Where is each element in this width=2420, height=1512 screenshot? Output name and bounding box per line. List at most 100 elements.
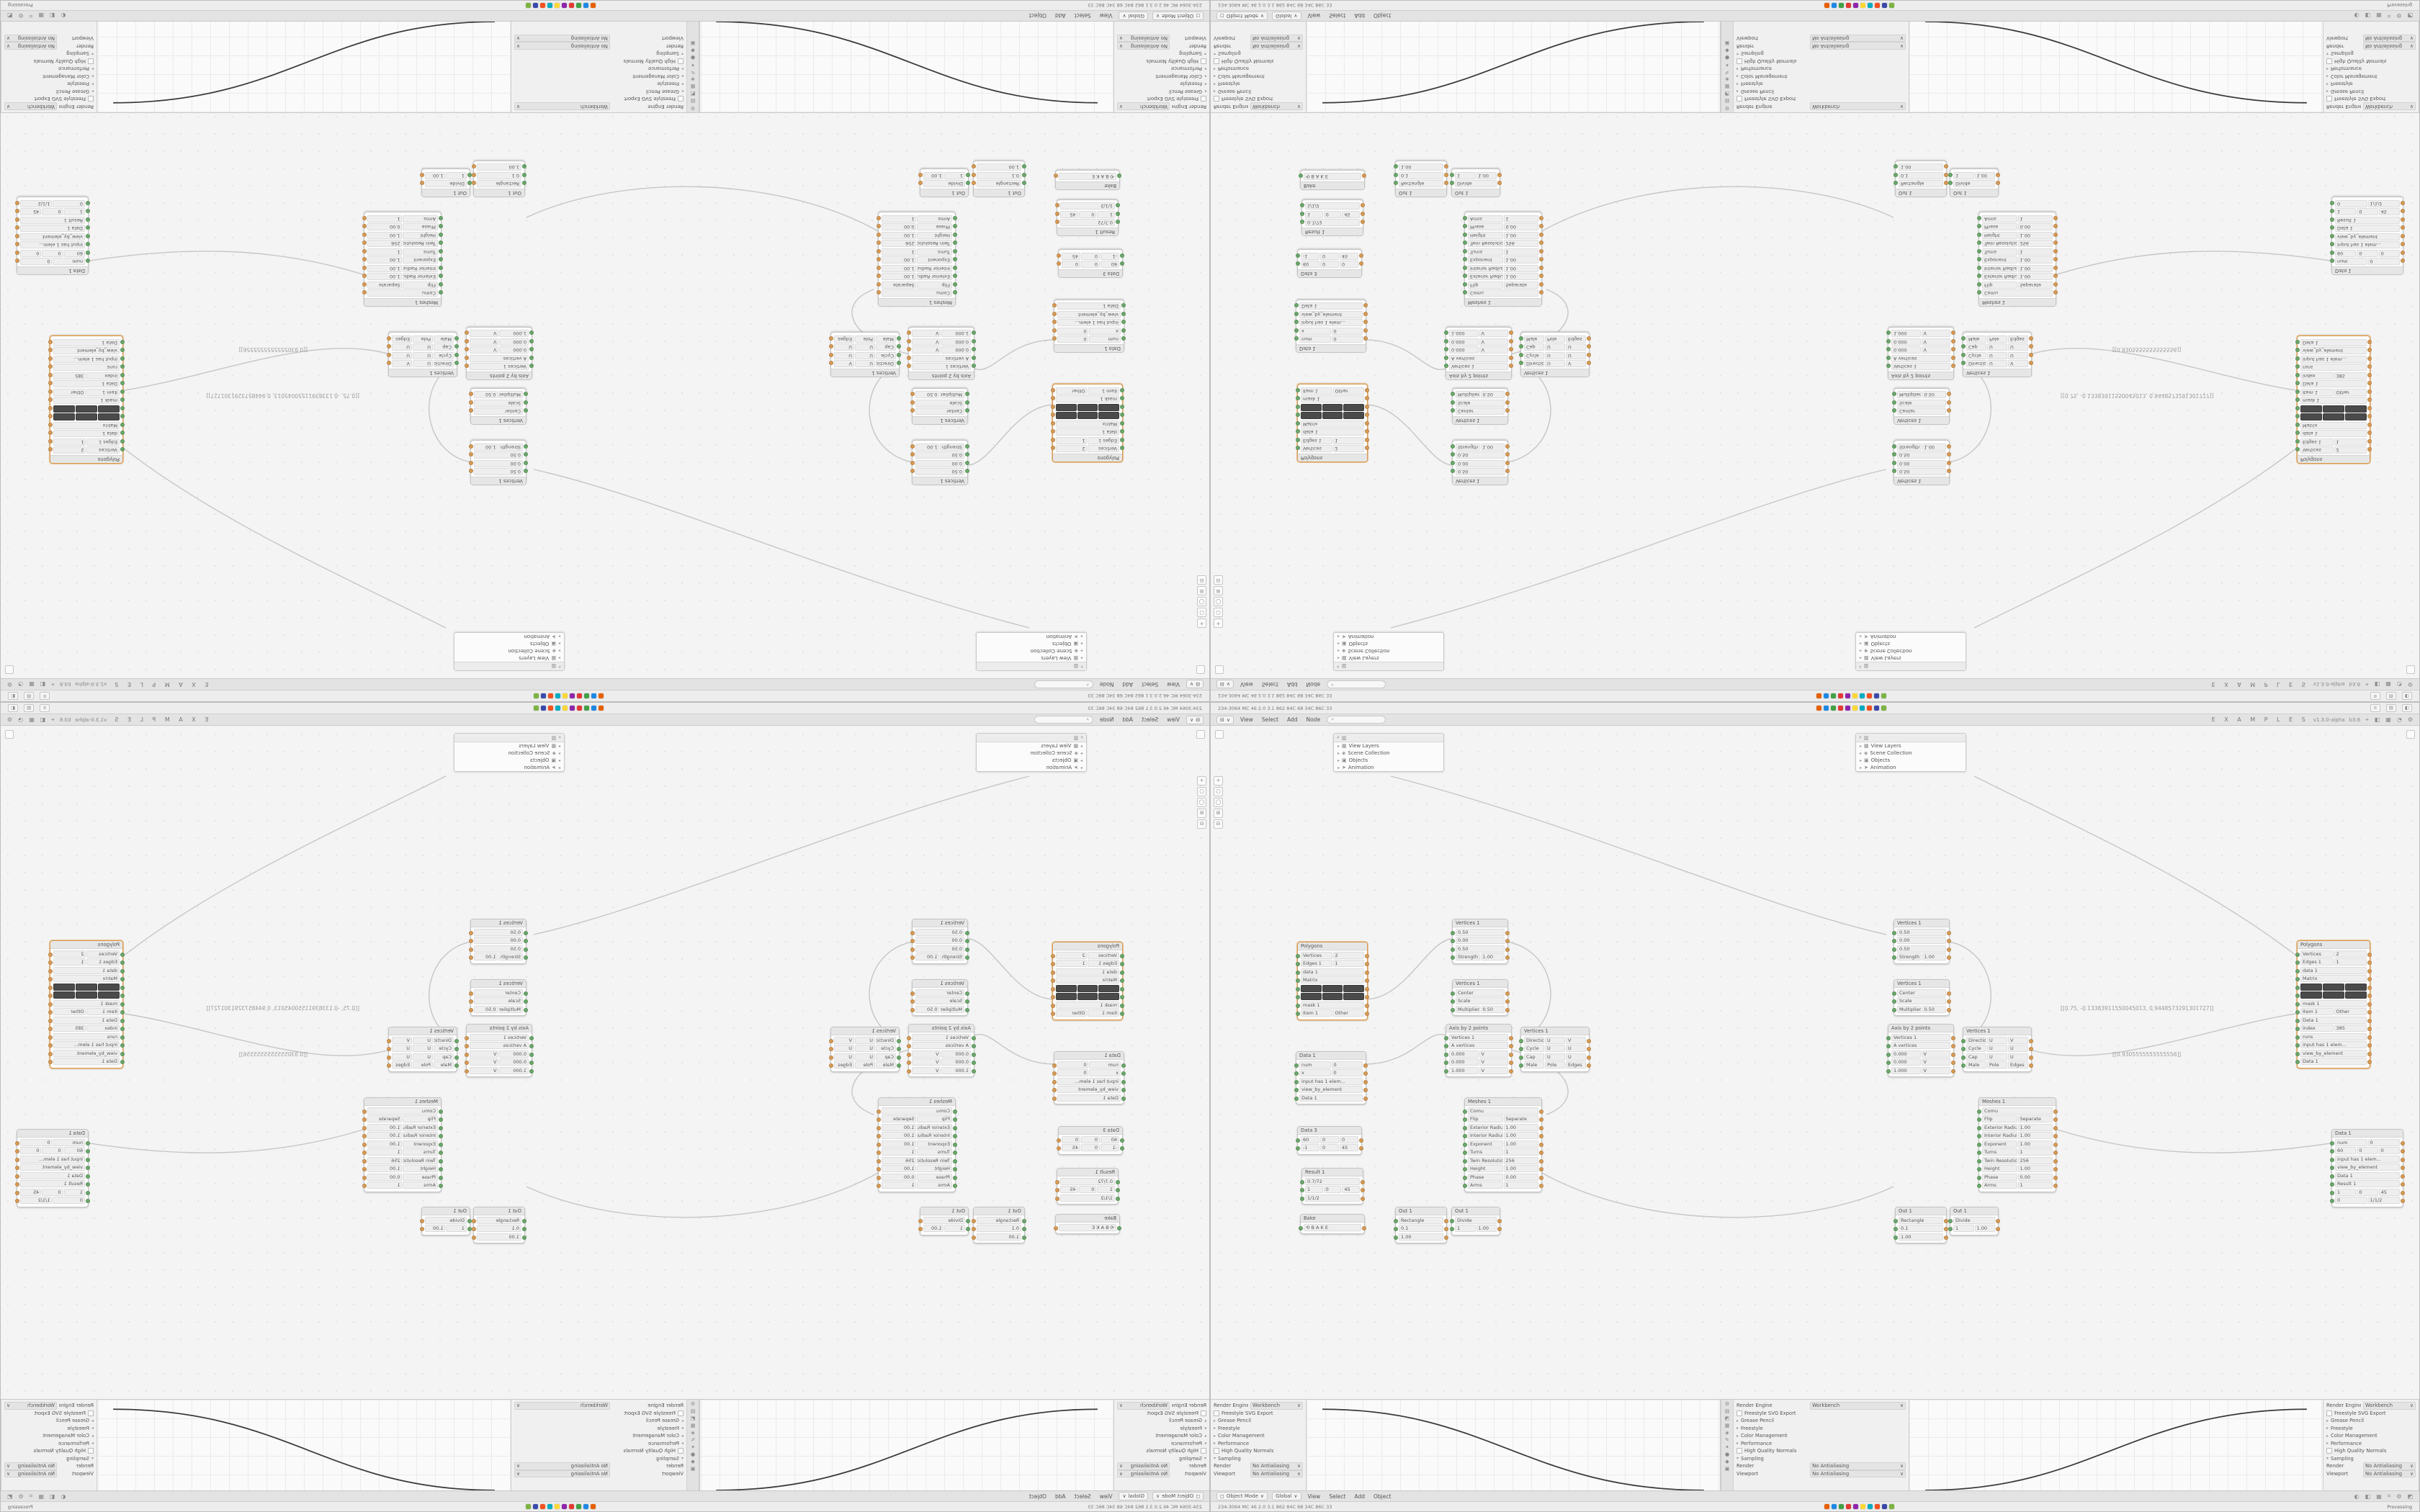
node-field[interactable]: view_by_element — [2335, 233, 2400, 240]
node-field[interactable]: 0.50 — [474, 451, 523, 459]
tool-button[interactable]: ◯ — [1197, 597, 1206, 606]
caret-icon[interactable]: ▸ — [1214, 66, 1216, 71]
node-field[interactable]: 0.000 — [1891, 1058, 1921, 1066]
node-field[interactable]: Vertices 1 — [1449, 1033, 1508, 1041]
node-field[interactable]: 1.000 — [1891, 1066, 1921, 1074]
property-value-dropdown[interactable]: No Antialiasing∨ — [4, 1462, 57, 1470]
node-field[interactable]: Center — [474, 408, 523, 415]
caret-icon[interactable]: ▸ — [1337, 655, 1340, 661]
node-field[interactable]: 45 — [1340, 1144, 1358, 1151]
node-field[interactable]: 256 — [2017, 1156, 2053, 1164]
node-field[interactable]: 1.000 — [1891, 330, 1921, 338]
properties-row[interactable]: Freestyle SVG Export — [4, 95, 94, 103]
tool-button[interactable]: ⊟ — [1197, 575, 1206, 585]
node-field[interactable]: 1.00 — [915, 444, 940, 451]
properties-row[interactable]: ▸Freestyle — [1117, 1425, 1206, 1433]
caret-icon[interactable]: ▸ — [1337, 641, 1340, 647]
property-value-dropdown[interactable]: No Antialiasing∨ — [1250, 42, 1303, 50]
app-icon[interactable] — [532, 1504, 538, 1509]
outliner-item[interactable]: ▸▦View Layers — [454, 654, 564, 662]
node-field[interactable]: 1.00 — [1974, 1225, 1995, 1232]
node-field[interactable]: V — [1479, 330, 1508, 338]
node-field[interactable]: A vertices — [912, 355, 971, 362]
properties-tab-icon[interactable]: ▣ — [1724, 40, 1730, 46]
node-title[interactable]: Vertices 1 — [471, 416, 526, 424]
properties-tab-icon[interactable]: ⚙ — [690, 1401, 696, 1407]
node-title[interactable]: Vertices 1 — [1521, 369, 1589, 377]
swatch-cell[interactable]: ■ — [1343, 993, 1365, 1000]
tool-button[interactable]: + — [1197, 618, 1206, 628]
node-field[interactable]: Matrix — [1056, 976, 1119, 984]
node-field[interactable]: 0 — [2357, 250, 2378, 257]
node-title[interactable]: Polygons — [1298, 454, 1367, 462]
node-field[interactable]: 1 — [2334, 438, 2367, 446]
node-field[interactable]: Interior Radius — [917, 1132, 952, 1139]
checkbox[interactable] — [1736, 1410, 1742, 1416]
caret-icon[interactable]: ▸ — [1214, 1433, 1216, 1439]
node-field[interactable]: 45 — [2378, 208, 2400, 216]
header-icon[interactable]: ▦ — [29, 681, 35, 688]
property-value-dropdown[interactable]: No Antialiasing∨ — [1810, 1470, 1906, 1477]
node-field[interactable]: Arms — [1982, 215, 2017, 222]
properties-row[interactable]: ▸Grease Pencil — [1736, 1417, 1906, 1425]
caret-icon[interactable]: ▾ — [91, 50, 94, 56]
node-field[interactable]: Male — [876, 336, 896, 343]
property-value-dropdown[interactable]: No Antialiasing∨ — [514, 1462, 610, 1470]
properties-row[interactable]: ▸Grease Pencil — [514, 1417, 684, 1425]
node-field[interactable]: mask 1 — [1056, 395, 1119, 403]
node[interactable]: Bake⟲ B A K E — [1055, 170, 1120, 190]
node-field[interactable]: 1.00 — [1503, 256, 1538, 264]
node-field[interactable]: Interior Radius — [1982, 1132, 2017, 1139]
node-field[interactable]: Edges 1 — [1301, 960, 1332, 967]
node-field[interactable]: Height — [1982, 1165, 2017, 1172]
filter-icon[interactable]: ▥ — [1863, 734, 1869, 741]
properties-row[interactable]: ▾Sampling — [1214, 1455, 1303, 1463]
node-field[interactable]: Separate — [882, 282, 917, 289]
node-field[interactable]: Arms — [403, 1182, 438, 1189]
viewport-header-icon[interactable]: ◩ — [2407, 12, 2413, 19]
node-field[interactable]: Flip — [1468, 282, 1503, 289]
node-field[interactable]: 1 — [882, 1148, 917, 1156]
node-field[interactable]: 1.00 — [1922, 953, 1946, 960]
node-field[interactable]: 0.000 — [941, 346, 971, 354]
node-field[interactable]: Exponent — [1468, 256, 1503, 264]
node-title[interactable]: Vertices 1 — [913, 980, 967, 988]
menu-add[interactable]: Add — [1286, 716, 1298, 723]
node-field[interactable]: Data 1 — [2300, 1016, 2367, 1024]
outliner-item[interactable]: ▸◈Scene Collection — [1334, 647, 1443, 654]
node-field[interactable]: view_by_element — [2300, 347, 2367, 355]
node-field[interactable]: 0 — [53, 200, 85, 207]
node-field[interactable]: Turns — [1468, 248, 1503, 256]
node-field[interactable]: V — [470, 346, 499, 354]
node-field[interactable]: 1.00 — [1503, 1123, 1538, 1131]
node-field[interactable]: Direction — [876, 1036, 896, 1044]
caret-icon[interactable]: ▸ — [557, 634, 560, 639]
node-field[interactable]: 0 — [1057, 1069, 1089, 1076]
header-icon[interactable]: ▦ — [2385, 681, 2391, 688]
checkbox[interactable] — [1736, 1448, 1742, 1454]
viewport-menu-add[interactable]: Add — [1354, 12, 1365, 19]
node-field[interactable]: Divide — [923, 1216, 965, 1224]
node-field[interactable]: V — [1921, 330, 1950, 338]
node-field[interactable]: Comu — [1468, 1107, 1538, 1115]
node-title[interactable]: Meshes 1 — [364, 298, 441, 306]
node-title[interactable]: Out 1 — [1452, 189, 1500, 197]
node-field[interactable]: 0.000 — [1891, 346, 1921, 354]
property-value-dropdown[interactable]: Workbench∨ — [1117, 1402, 1170, 1410]
node-field[interactable]: x — [1089, 1069, 1121, 1076]
node-field[interactable]: Direction — [434, 1036, 454, 1044]
app-icon[interactable] — [1830, 693, 1836, 698]
app-icon[interactable] — [1875, 3, 1881, 8]
node-field[interactable]: U — [834, 1045, 854, 1052]
app-icon[interactable] — [1846, 1504, 1852, 1509]
node-field[interactable]: Divide — [1953, 1216, 1995, 1224]
caret-icon[interactable]: ▸ — [1736, 81, 1739, 86]
node-field[interactable]: Divide — [1953, 180, 1995, 188]
